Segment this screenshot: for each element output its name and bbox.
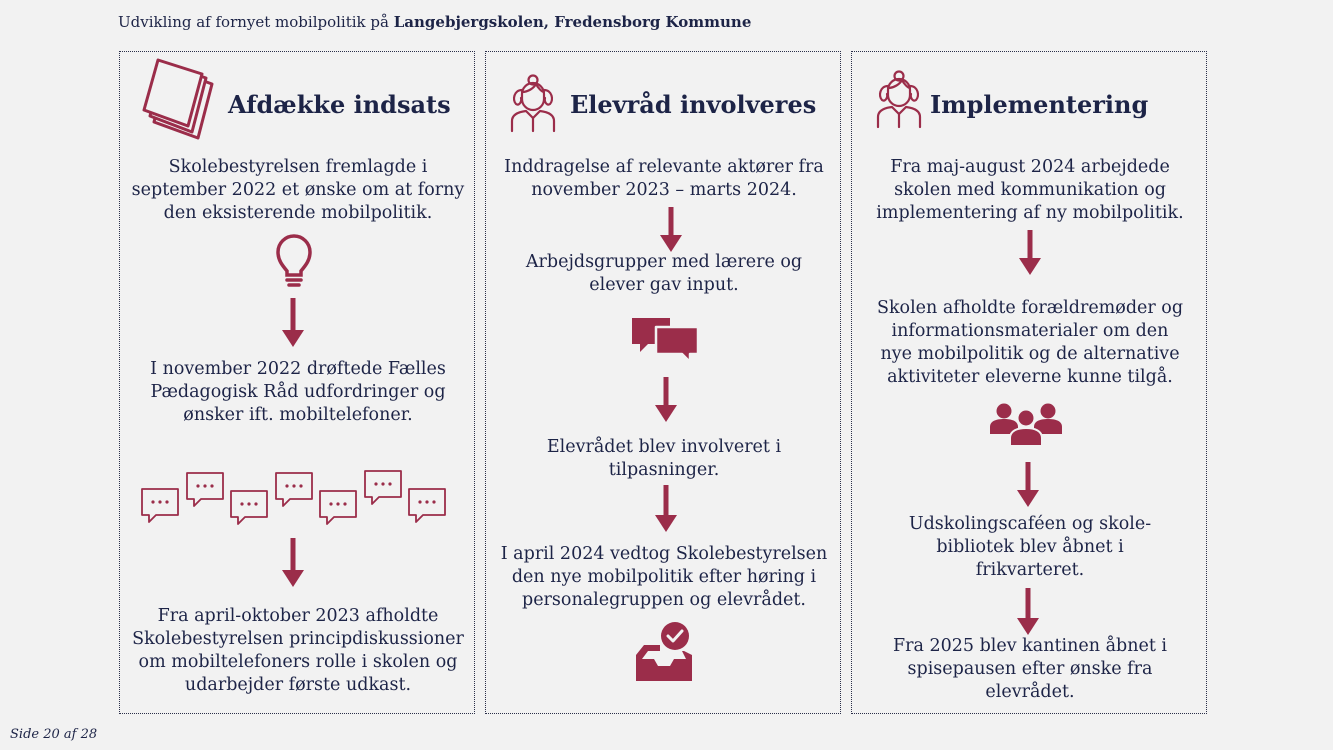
column-afdaekke-indsats: Afdække indsats Skolebestyrelsen fremlag… [119, 51, 475, 714]
column-elevraad-involveres: Elevråd involveres Inddragelse af releva… [485, 51, 841, 714]
arrow-down-icon [655, 485, 677, 532]
chat-icon [632, 318, 700, 364]
arrow-down-icon [282, 538, 304, 587]
approved-inbox-icon [636, 622, 692, 681]
lightbulb-icon [276, 234, 312, 287]
group-icon [990, 403, 1062, 447]
student-icon [876, 70, 922, 129]
title-prefix: Udvikling af fornyet mobilpolitik på [118, 13, 389, 31]
arrow-down-icon [655, 377, 677, 422]
page-number: Side 20 af 28 [10, 727, 98, 742]
column-implementering: Implementering Fra maj-august 2024 arbej… [851, 51, 1207, 714]
arrow-down-icon [660, 207, 682, 252]
arrow-down-icon [282, 298, 304, 347]
papers-icon [142, 58, 214, 140]
arrow-down-icon [1019, 230, 1041, 275]
student-icon [510, 74, 556, 133]
step-text: Udskolingscaféen og skole-bibliotek blev… [908, 514, 1152, 580]
column-title: Afdække indsats [228, 90, 451, 119]
column-title: Elevråd involveres [570, 90, 817, 119]
title-school: Langebjergskolen, Fredensborg Kommune [393, 13, 752, 31]
page-title: Udvikling af fornyet mobilpolitik på Lan… [118, 13, 751, 31]
speech-bubbles-icon [141, 470, 446, 525]
column-title: Implementering [930, 90, 1149, 119]
arrow-down-icon [1017, 462, 1039, 507]
arrow-down-icon [1017, 588, 1039, 635]
